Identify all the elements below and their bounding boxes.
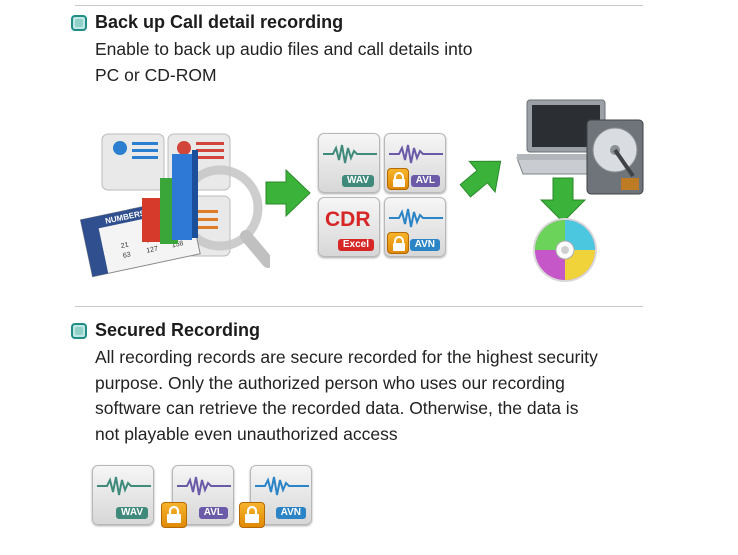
avn-tag: AVN — [409, 239, 440, 251]
sheet-number: 63 — [122, 251, 131, 259]
right-arrow-icon — [265, 168, 311, 218]
section-divider — [75, 306, 643, 307]
secured-desc-line: All recording records are secure recorde… — [95, 347, 598, 367]
avn-file-tile: AVN — [239, 465, 312, 528]
excel-tag: Excel — [337, 239, 374, 251]
wav-file-tile: WAV — [92, 465, 154, 525]
cd-rom-icon — [533, 218, 597, 282]
secured-heading: Secured Recording — [95, 320, 261, 340]
hard-drive-icon — [586, 119, 644, 195]
audio-wave-icon — [389, 144, 443, 164]
backup-desc-line: Enable to back up audio files and call d… — [95, 39, 473, 59]
backup-devices-illustration — [516, 99, 644, 282]
section-bullet-icon — [71, 15, 87, 31]
secured-desc-line: not playable even unauthorized access — [95, 423, 398, 444]
audio-wave-icon — [323, 144, 377, 164]
audio-wave-icon — [97, 476, 151, 496]
lock-icon — [161, 502, 187, 528]
cdr-label: CDR — [325, 208, 371, 231]
sheet-number: 21 — [120, 242, 129, 250]
lock-icon — [239, 502, 265, 528]
secured-description: All recording records are secure recorde… — [95, 345, 695, 447]
secured-desc-line: purpose. Only the authorized person who … — [95, 372, 565, 393]
avl-tag: AVL — [410, 175, 440, 187]
call-detail-illustration: NUMBERS 21 56 84 63 127 158 — [79, 130, 274, 280]
up-right-arrow-icon — [459, 160, 502, 198]
backup-heading: Back up Call detail recording — [95, 12, 344, 32]
wav-tag: WAV — [115, 507, 148, 519]
avn-file-tile: AVN — [384, 197, 446, 257]
secured-desc-line: software can retrieve the recorded data.… — [95, 398, 579, 418]
audio-wave-icon — [177, 476, 231, 496]
wav-tag: WAV — [341, 175, 374, 187]
lock-icon — [387, 232, 409, 254]
sheet-number: 158 — [171, 240, 184, 249]
avn-tag: AVN — [275, 507, 306, 519]
backup-description: Enable to back up audio files and call d… — [95, 37, 695, 88]
section-bullet-icon — [71, 323, 87, 339]
report-chart-icon: NUMBERS 21 56 84 63 127 158 — [79, 133, 274, 278]
top-divider — [75, 5, 643, 6]
avl-file-tile: AVL — [161, 465, 234, 528]
audio-wave-icon — [389, 208, 443, 228]
backup-desc-line: PC or CD-ROM — [95, 64, 217, 85]
wav-file-tile: WAV — [318, 133, 380, 193]
sheet-number: 127 — [146, 246, 159, 255]
avl-file-tile: AVL — [384, 133, 446, 193]
audio-wave-icon — [255, 476, 309, 496]
lock-icon — [387, 168, 409, 190]
avl-tag: AVL — [198, 507, 228, 519]
cdr-file-tile: CDR Excel — [318, 197, 380, 257]
